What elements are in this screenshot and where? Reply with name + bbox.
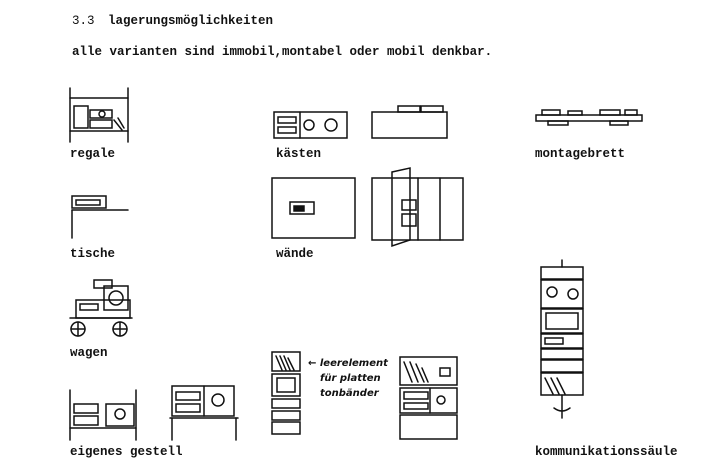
section-title: lagerungsmöglichkeiten [108,14,274,28]
section-number: 3.3 [72,14,95,28]
sketch-kommunikationssaeule [540,259,584,419]
label-kommunikationssaeule: kommunikationssäule [535,445,678,459]
annotation-line: tonbänder [320,388,379,399]
label-montagebrett: montagebrett [535,147,626,161]
annotation-leerelement: ← leerelement für platten tonbänder [308,356,388,401]
sketch-montagebrett [535,109,643,126]
sketch-tische [71,195,129,239]
label-regale: regale [70,147,116,161]
annotation-line: ← leerelement [308,358,388,369]
sketch-stack-leerelement [271,351,458,440]
annotation-line: für platten [320,373,381,384]
label-eigenes-gestell: eigenes gestell [70,445,183,459]
sketch-regale [69,87,129,143]
sketch-kaesten [273,105,448,139]
intro-text: alle varianten sind immobil,montabel ode… [72,45,493,59]
sketch-eigenes-gestell [69,385,239,441]
sketch-waende [271,167,464,248]
label-waende: wände [276,247,314,261]
label-wagen: wagen [70,346,108,360]
sketch-wagen [69,279,133,337]
label-kaesten: kästen [276,147,322,161]
label-tische: tische [70,247,116,261]
